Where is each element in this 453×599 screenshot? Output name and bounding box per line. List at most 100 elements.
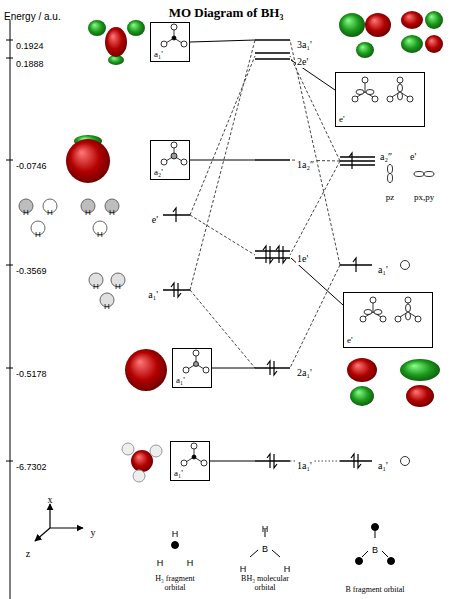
energy-level (255, 58, 290, 60)
box-sketch (194, 362, 199, 367)
leader-line (190, 160, 255, 161)
structure-sketch (388, 558, 395, 565)
box-sketch (366, 90, 374, 95)
atom-label: H (172, 529, 179, 539)
box-sketch (161, 159, 167, 165)
coordinate-axes (49, 504, 50, 528)
orbital-picture (425, 35, 443, 53)
box-sketch (201, 460, 207, 466)
leader-line (190, 40, 255, 42)
diagram-title-holder: MO Diagram of BH₃ (169, 3, 284, 21)
orbital-picture (356, 42, 374, 58)
orbital-picture (347, 358, 377, 382)
atom-label: H (23, 208, 29, 217)
orbital-label: pz (386, 192, 395, 202)
orbital-picture (425, 11, 443, 29)
electron-arrow (353, 258, 356, 272)
atom-label: H (35, 230, 41, 239)
symmetry-box: a₁' (170, 441, 210, 481)
atom-label: B (262, 544, 268, 554)
atom-label: H (157, 558, 164, 568)
orbital-label: a₂″ (380, 151, 392, 163)
axis-label-holder: x (48, 489, 53, 507)
box-sketch (374, 310, 382, 315)
orbital-label: 1a₂″ (296, 159, 315, 171)
energy-level (255, 39, 290, 41)
coordinate-axes (35, 504, 83, 541)
energy-value-holder: 0.1924 (16, 35, 44, 53)
caption: B fragment orbital (345, 585, 405, 594)
box-sketch (406, 304, 411, 312)
orbital-label-holder: 1e' (296, 248, 309, 266)
atom-label: H (104, 302, 110, 311)
symmetry-label: a₁' (154, 49, 163, 59)
electron-arrow (171, 283, 174, 297)
energy-axis (6, 461, 13, 462)
box-sketch (380, 316, 386, 322)
box-sketch (186, 449, 202, 462)
energy-level (255, 159, 290, 161)
box-sketch (172, 36, 176, 40)
orbital-label: px,py (414, 192, 434, 202)
atom-label: H (284, 564, 291, 574)
axis-title-holder: Energy / a.u. (4, 6, 61, 24)
atom-label-holder: H (97, 223, 103, 241)
box-sketch (188, 356, 204, 369)
atom-label-holder: H (47, 201, 53, 219)
energy-axis (6, 160, 13, 161)
atom-label: H (115, 282, 121, 291)
correlation-line (290, 265, 340, 368)
atom-label-holder: H (115, 275, 121, 293)
electron-arrow (270, 246, 273, 263)
orbital-picture (365, 13, 391, 37)
correlation-line (290, 161, 340, 255)
box-sketch (356, 90, 364, 95)
box-sketch (181, 460, 187, 466)
orbital-picture (401, 11, 423, 29)
electron-arrow (276, 246, 279, 263)
energy-level (255, 257, 290, 259)
box-sketch (193, 350, 199, 356)
energy-level (255, 367, 290, 369)
atom-label-holder: H (23, 201, 29, 219)
box-sketch (406, 312, 411, 320)
box-sketch (397, 77, 403, 83)
small-orbital (401, 261, 410, 270)
energy-level (340, 156, 375, 158)
orbital-label: a₁' (378, 264, 388, 276)
orbital-label-holder: a₂″ (380, 146, 392, 164)
leader-line (212, 368, 255, 369)
orbital-picture (127, 20, 145, 36)
energy-axis (6, 20, 13, 599)
structure-sketch (362, 551, 368, 557)
box-sketch (407, 96, 413, 102)
structure-sketch (250, 550, 258, 557)
atom-label: H (187, 558, 194, 568)
orbital-label: 1e' (296, 253, 309, 265)
energy-value: -0.5178 (16, 369, 47, 379)
energy-value: 0.1888 (16, 59, 44, 69)
energy-value: -6.7302 (16, 462, 47, 472)
correlation-line (190, 290, 255, 368)
box-sketch (171, 24, 177, 30)
caption-holder: H₃ fragment orbital (145, 574, 205, 594)
box-sketch (171, 142, 177, 148)
correlation-line (190, 40, 255, 290)
atom-label: H (93, 282, 99, 291)
electron-arrow (274, 361, 277, 375)
box-sketch (398, 92, 403, 100)
box-sketch (181, 159, 187, 165)
orbital-label: a₁' (148, 289, 158, 301)
box-sketch (181, 41, 187, 47)
symmetry-label: e' (339, 114, 345, 124)
energy-axis (6, 40, 13, 41)
symmetry-box: a₁' (150, 22, 190, 62)
atom-label-holder: H (262, 518, 269, 536)
small-orbital (388, 174, 393, 183)
caption-holder: BH₃ molecular orbital (235, 574, 295, 594)
box-sketch (364, 310, 372, 315)
orbital-picture (122, 443, 134, 455)
energy-level (255, 52, 290, 54)
box-sketch (203, 367, 209, 373)
atom-label-holder: B (372, 539, 378, 557)
